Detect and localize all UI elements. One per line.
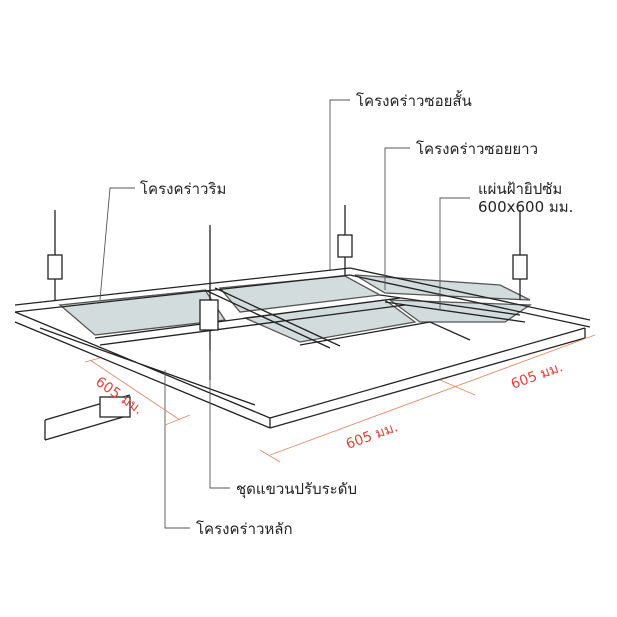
label-long-cross-tee: โครงคร่าวซอยยาว [416, 140, 539, 158]
hanger-bracket [337, 234, 353, 258]
label-gypsum-board-name: แผ่นฝ้ายิปซัม [478, 180, 563, 198]
splice-clip [99, 396, 131, 418]
cross-tee [299, 321, 471, 346]
main-runner-left [14, 311, 271, 429]
hanger-bracket [47, 254, 63, 280]
label-wall-angle: โครงคร่าวริม [140, 180, 227, 198]
label-gypsum-board: แผ่นฝ้ายิปซัม 600x600 มม. [478, 180, 573, 216]
label-short-cross-tee: โครงคร่าวซอยสั้น [356, 92, 472, 110]
cross-tee [94, 297, 406, 346]
wall-angle-back [14, 267, 591, 328]
label-main-runner: โครงคร่าวหลัก [196, 520, 293, 538]
gypsum-panel [58, 289, 227, 336]
label-gypsum-board-size: 600x600 มม. [478, 198, 574, 216]
main-runner-front [269, 327, 586, 429]
label-hanger-set: ชุดแขวนปรับระดับ [236, 480, 357, 498]
cross-tee [379, 294, 526, 323]
hanger-bracket [512, 254, 528, 280]
hanger-bracket [199, 299, 219, 331]
cross-tee [204, 287, 341, 349]
